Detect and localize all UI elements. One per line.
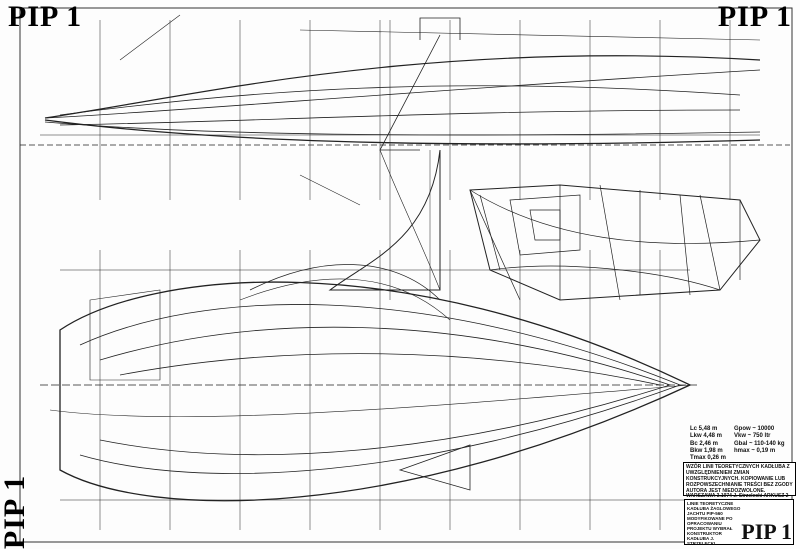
title-bottom-left: PIP 1 xyxy=(0,474,31,550)
plan-view xyxy=(40,250,700,530)
dimensions-left: Lc 5,48 m Lkw 4,48 m Bc 2,46 m Bkw 1,98 … xyxy=(690,426,726,462)
title-block-mark: PIP 1 xyxy=(741,519,792,544)
spec-line: Tmax 0,26 m xyxy=(690,455,727,462)
title-top-left: PIP 1 xyxy=(8,0,83,33)
signature-row: WARSZAWA 3.1974 J. Strzelecki ARKUSZ 2 xyxy=(686,493,789,499)
spec-line: Bc 2,46 m xyxy=(690,440,719,447)
title-block: LINIE TEORETYCZNE KADŁUBA ŻAGLOWEGO JACH… xyxy=(684,499,794,546)
spec-line: Gbal ~ 110-140 kg xyxy=(734,440,785,447)
spec-line: hmax ~ 0,19 m xyxy=(734,447,776,454)
drawing-frame xyxy=(19,7,793,543)
spec-line: Lc 5,48 m xyxy=(690,426,718,432)
spec-line: Lkw 4,48 m xyxy=(690,433,723,440)
perspective-view xyxy=(469,184,761,301)
profile-view xyxy=(20,14,790,300)
copyright-note: WZÓR LINII TEORETYCZNYCH KADŁUBA Z UWZGL… xyxy=(683,462,796,496)
spec-line: Gpow ~ 10000 xyxy=(734,426,775,432)
dimensions-right: Gpow ~ 10000 Vkw ~ 750 ltr Gbal ~ 110-14… xyxy=(734,426,785,455)
spec-line: Bkw 1,98 m xyxy=(690,447,723,454)
title-block-text: LINIE TEORETYCZNE KADŁUBA ŻAGLOWEGO JACH… xyxy=(687,501,741,546)
title-top-right: PIP 1 xyxy=(717,0,792,33)
spec-line: Vkw ~ 750 ltr xyxy=(734,433,771,440)
